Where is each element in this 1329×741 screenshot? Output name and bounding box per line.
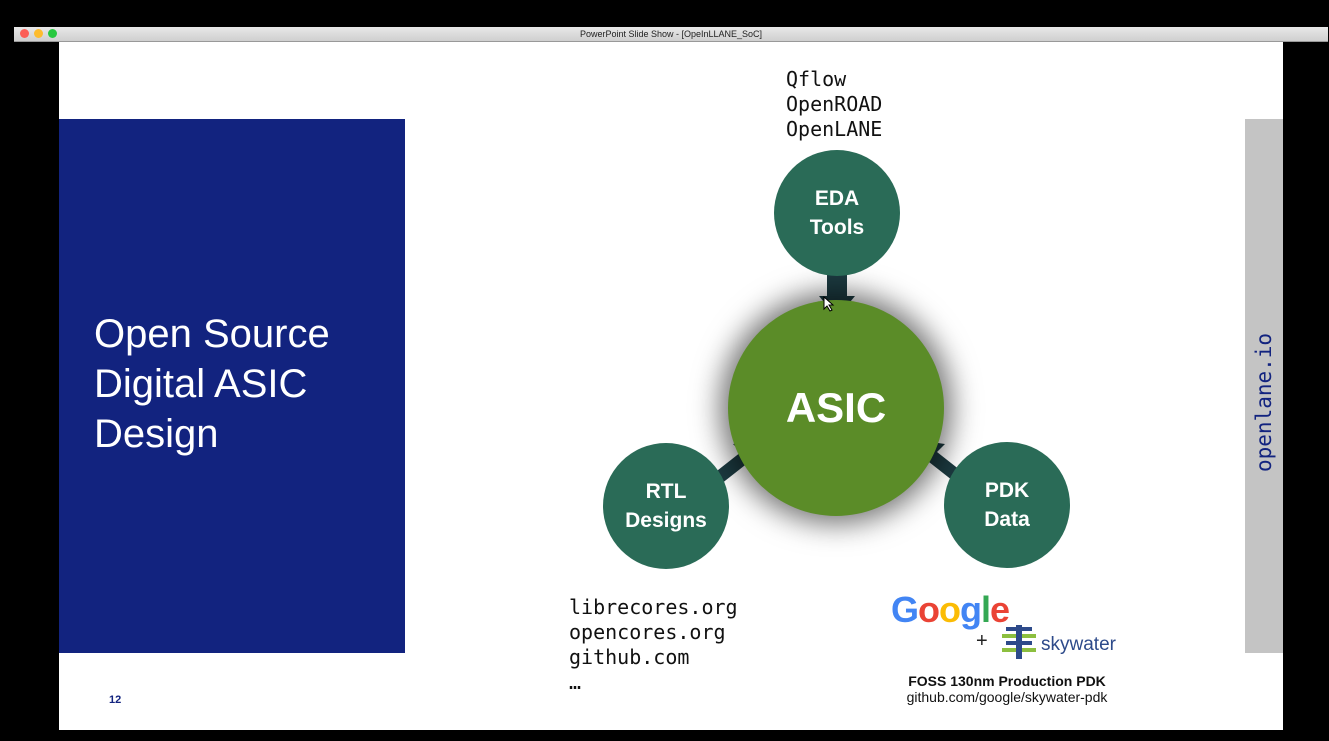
eda-tools-node: EDA Tools	[774, 150, 900, 276]
plus-sign: +	[976, 630, 988, 652]
rtl-source-item: opencores.org	[569, 620, 726, 644]
google-letter: g	[960, 589, 982, 630]
mouse-cursor-icon	[823, 296, 835, 312]
minimize-window-button[interactable]	[34, 29, 43, 38]
heading-line-3: Design	[94, 412, 219, 456]
rtl-label-line-2: Designs	[625, 509, 707, 532]
heading-line-1: Open Source	[94, 312, 330, 356]
skywater-logo-icon	[1002, 625, 1036, 659]
eda-tool-item: OpenROAD	[786, 92, 883, 116]
google-letter: e	[990, 589, 1010, 630]
eda-tool-item: Qflow	[786, 67, 847, 91]
title-panel: Open Source Digital ASIC Design	[59, 119, 405, 653]
asic-label: ASIC	[785, 384, 887, 431]
eda-label-line-1: EDA	[814, 187, 860, 210]
pdk-url: github.com/google/skywater-pdk	[906, 689, 1108, 705]
google-letter: o	[918, 589, 940, 630]
google-letter: o	[939, 589, 961, 630]
zoom-window-button[interactable]	[48, 29, 57, 38]
pdk-data-node: PDK Data	[944, 442, 1070, 568]
rtl-source-item: github.com	[569, 645, 690, 669]
rtl-source-item: …	[569, 670, 582, 694]
rtl-sources-list: librecores.org opencores.org github.com …	[569, 595, 738, 695]
google-letter: G	[891, 589, 919, 630]
close-window-button[interactable]	[20, 29, 29, 38]
rtl-source-item: librecores.org	[569, 595, 738, 619]
slide-heading: Open Source Digital ASIC Design	[94, 309, 394, 459]
eda-tools-list: Qflow OpenROAD OpenLANE	[786, 67, 882, 142]
page-number: 12	[109, 694, 122, 706]
pdk-label-line-1: PDK	[984, 479, 1030, 502]
asic-node: ASIC	[728, 300, 944, 516]
skywater-logo-text: skywater	[1041, 634, 1116, 655]
side-url-text: openlane.io	[1252, 332, 1276, 472]
window-titlebar: PowerPoint Slide Show - [OpeInLLANE_SoC]	[14, 27, 1328, 42]
window-title: PowerPoint Slide Show - [OpeInLLANE_SoC]	[579, 29, 763, 39]
google-letter: l	[981, 589, 991, 630]
rtl-designs-node: RTL Designs	[603, 443, 729, 569]
rtl-label-line-1: RTL	[645, 480, 687, 503]
slide-canvas[interactable]: Open Source Digital ASIC Design 12 openl…	[59, 42, 1283, 730]
pdk-label: FOSS 130nm Production PDK	[908, 673, 1106, 689]
eda-tool-item: OpenLANE	[786, 117, 883, 141]
pdk-label-line-2: Data	[984, 508, 1030, 531]
eda-label-line-2: Tools	[809, 216, 865, 239]
side-bar	[1245, 119, 1283, 653]
google-logo: Google	[891, 589, 1010, 631]
heading-line-2: Digital ASIC	[94, 362, 308, 406]
